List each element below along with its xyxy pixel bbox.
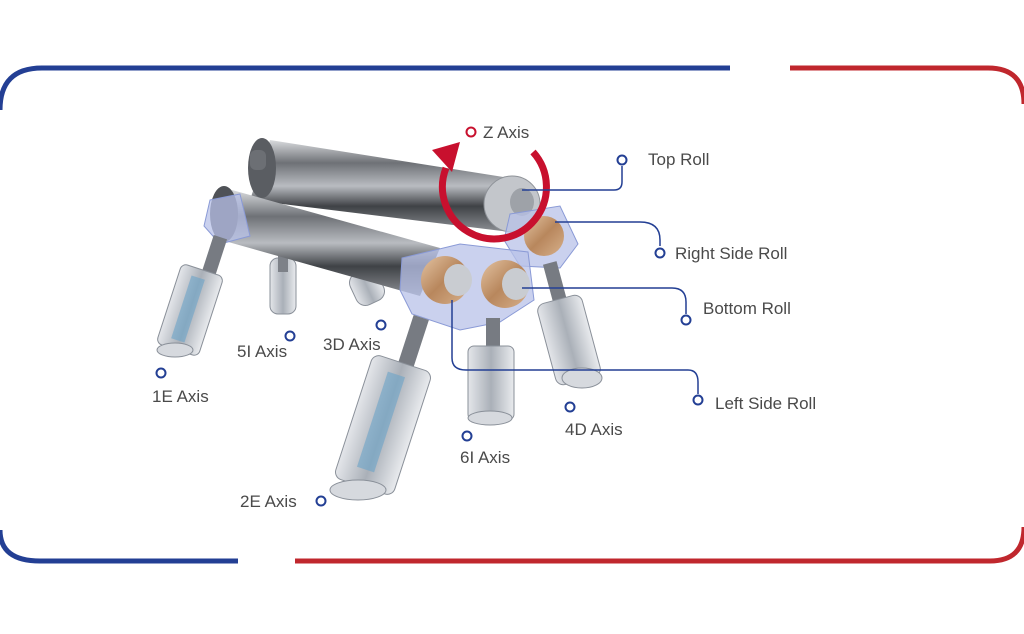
label-5i-axis: 5I Axis — [237, 342, 288, 361]
label-4d-axis: 4D Axis — [565, 420, 623, 439]
rotation-arrow-icon — [432, 142, 550, 243]
label-top-roll: Top Roll — [648, 150, 710, 169]
label-2e-axis: 2E Axis — [240, 492, 297, 511]
frame-top-blue — [0, 65, 730, 111]
callout-line-top-roll — [522, 166, 623, 191]
callout-lines — [451, 166, 699, 394]
circle-marker-icon — [315, 495, 327, 507]
circle-marker-icon — [465, 126, 477, 138]
callout-line-bottom-roll — [522, 287, 687, 314]
bearing-left-back — [203, 193, 251, 245]
circle-marker-icon — [692, 394, 704, 406]
circle-marker-icon — [680, 314, 692, 326]
circle-marker-icon — [616, 154, 628, 166]
callout-markers — [155, 126, 704, 507]
label-z-axis: Z Axis — [483, 123, 530, 142]
circle-marker-icon — [375, 319, 387, 331]
bearing-front — [399, 243, 535, 331]
label-right-side-roll: Right Side Roll — [675, 244, 788, 263]
frame-bottom-blue — [0, 529, 238, 564]
actuator-1e — [156, 235, 228, 358]
label-bottom-roll: Bottom Roll — [703, 299, 791, 318]
actuator-2e — [329, 314, 431, 501]
label-6i-axis: 6I Axis — [460, 448, 511, 467]
callout-line-right-side-roll — [555, 221, 661, 246]
frame-top-red — [790, 65, 1024, 105]
actuator-4d — [537, 261, 603, 389]
callout-line-left-side-roll — [451, 300, 699, 394]
circle-marker-icon — [461, 430, 473, 442]
label-left-side-roll: Left Side Roll — [715, 394, 817, 413]
circle-marker-icon — [284, 330, 296, 342]
label-3d-axis: 3D Axis — [323, 335, 381, 354]
circle-marker-icon — [654, 247, 666, 259]
actuator-6i — [467, 318, 515, 426]
circle-marker-icon — [564, 401, 576, 413]
circle-marker-icon — [155, 367, 167, 379]
label-1e-axis: 1E Axis — [152, 387, 209, 406]
frame-bottom-red — [295, 526, 1024, 564]
